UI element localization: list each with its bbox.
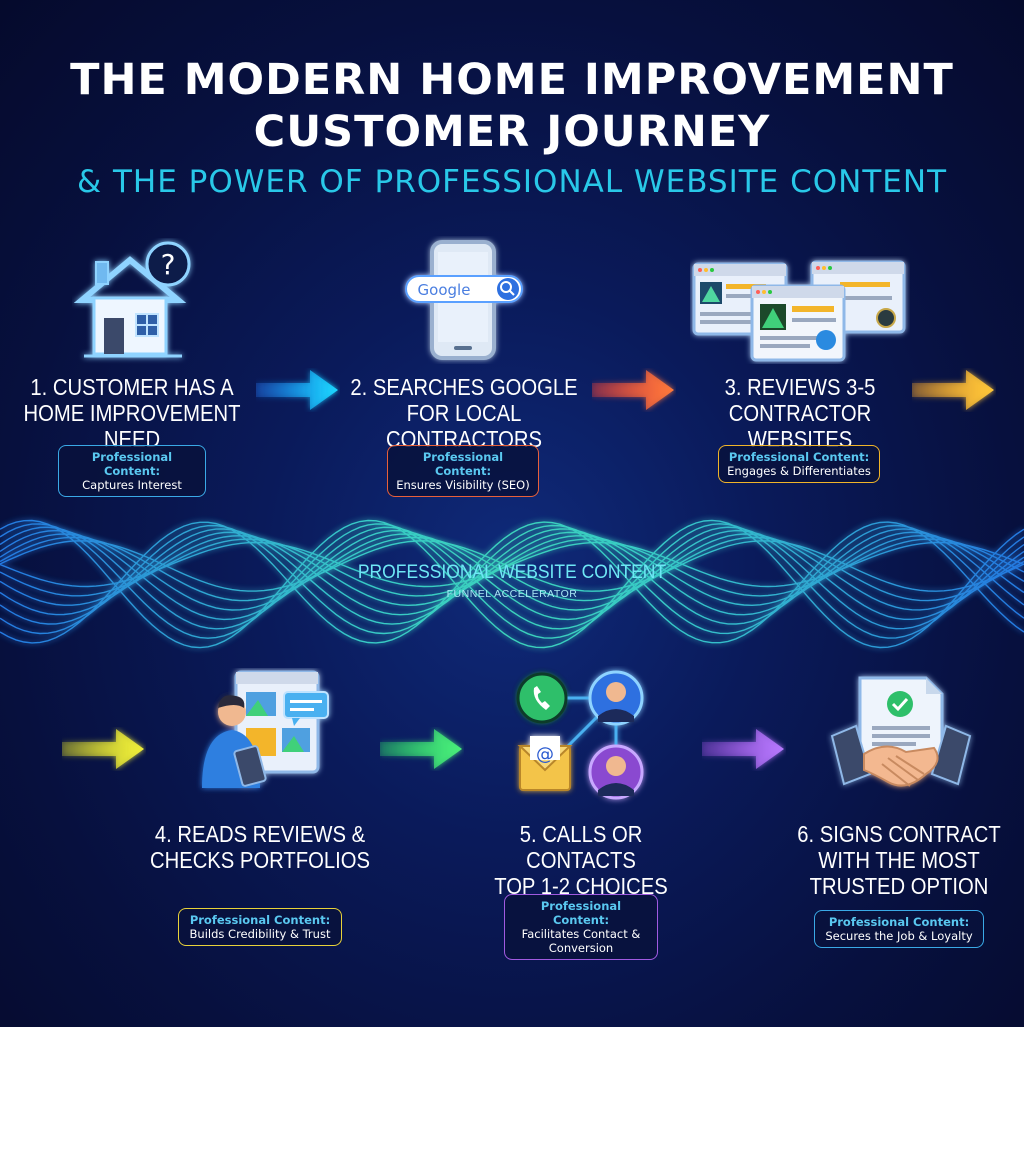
step-2-badge: Professional Content: Ensures Visibility… — [387, 445, 539, 497]
badge-heading: Professional Content: — [828, 915, 970, 929]
wave-strand — [0, 531, 1024, 616]
badge-text: Builds Credibility & Trust — [189, 927, 331, 941]
step-4-badge: Professional Content: Builds Credibility… — [178, 908, 342, 946]
wave-strand — [0, 524, 1024, 635]
wave-strand — [0, 533, 1024, 611]
arrow-right-icon — [62, 729, 144, 769]
step-3-badge: Professional Content: Engages & Differen… — [718, 445, 880, 483]
badge-text: Facilitates Contact & — [521, 927, 641, 941]
step-2-title: 2. SEARCHES GOOGLE FOR LOCAL CONTRACTORS — [346, 374, 582, 452]
step-6-title-line: TRUSTED OPTION — [809, 873, 989, 899]
step-1-badge: Professional Content: Captures Interest — [58, 445, 206, 497]
badge-text: Engages & Differentiates — [727, 464, 871, 478]
badge-heading: Professional Content: — [422, 450, 504, 478]
badge-text: Captures Interest — [82, 478, 182, 492]
person-portfolio-icon — [202, 670, 329, 788]
step-1-title-line: 1. CUSTOMER HAS A — [30, 374, 234, 400]
step-5-title-line: 5. CALLS OR CONTACTS — [519, 821, 643, 873]
badge-heading: Professional Content: — [91, 450, 173, 478]
step-5-title: 5. CALLS OR CONTACTS TOP 1-2 CHOICES — [466, 821, 697, 899]
google-brand: Google — [418, 281, 471, 299]
step-3-title: 3. REVIEWS 3-5 CONTRACTOR WEBSITES — [686, 374, 915, 452]
wave-strand — [0, 536, 1024, 602]
badge-heading: Professional Content: — [540, 899, 622, 927]
step-6-title-line: 6. SIGNS CONTRACT — [797, 821, 1001, 847]
question-mark: ? — [161, 248, 176, 281]
arrow-right-icon — [702, 729, 784, 769]
badge-heading: Professional Content: — [728, 450, 870, 464]
arrow-right-icon — [256, 370, 338, 410]
wave-strand — [0, 521, 1024, 644]
center-title: PROFESSIONAL WEBSITE CONTENT — [357, 562, 667, 583]
wave-strand — [0, 534, 1024, 607]
arrow-right-icon — [912, 370, 994, 410]
wave-strand — [0, 540, 1024, 592]
step-6-badge: Professional Content: Secures the Job & … — [814, 910, 984, 948]
center-subtitle: FUNNEL ACCELERATOR — [446, 588, 578, 600]
email-symbol: @ — [536, 744, 554, 765]
badge-heading: Professional Content: — [189, 913, 331, 927]
title-line-2: CUSTOMER JOURNEY — [253, 107, 771, 157]
wave-strand — [0, 519, 1024, 649]
wave-strand — [0, 538, 1024, 597]
arrow-right-icon — [592, 370, 674, 410]
step-4-title: 4. READS REVIEWS & CHECKS PORTFOLIOS — [146, 821, 375, 873]
step-5-badge: Professional Content: Facilitates Contac… — [504, 894, 658, 960]
infographic-poster: THE MODERN HOME IMPROVEMENT CUSTOMER JOU… — [0, 0, 1024, 1027]
step-2-title-line: 2. SEARCHES GOOGLE — [350, 374, 578, 400]
step-3-title-line: 3. REVIEWS 3-5 — [724, 374, 876, 400]
wave-strand — [0, 541, 1024, 588]
step-6-title: 6. SIGNS CONTRACT WITH THE MOST TRUSTED … — [794, 821, 1003, 899]
arrow-right-icon — [380, 729, 462, 769]
step-6-title-line: WITH THE MOST — [818, 847, 980, 873]
wave-strand — [0, 528, 1024, 625]
wave-strand — [0, 529, 1024, 621]
phone-search-icon: Google — [405, 240, 523, 360]
wave-strand — [0, 523, 1024, 639]
contract-handshake-icon — [830, 676, 972, 787]
step-4-title-line: CHECKS PORTFOLIOS — [149, 847, 371, 873]
websites-icon — [692, 260, 906, 362]
badge-text: Conversion — [548, 941, 614, 955]
contact-network-icon: @ — [516, 670, 644, 800]
subtitle: & THE POWER OF PROFESSIONAL WEBSITE CONT… — [76, 164, 948, 200]
step-4-title-line: 4. READS REVIEWS & — [154, 821, 366, 847]
wave-strand — [0, 526, 1024, 630]
badge-text: Secures the Job & Loyalty — [825, 929, 973, 943]
house-question-icon: ? — [73, 241, 191, 358]
title-line-1: THE MODERN HOME IMPROVEMENT — [70, 55, 954, 105]
wave-ribbon — [0, 519, 1024, 649]
step-1-title: 1. CUSTOMER HAS A HOME IMPROVEMENT NEED — [16, 374, 248, 452]
badge-text: Ensures Visibility (SEO) — [396, 478, 530, 492]
